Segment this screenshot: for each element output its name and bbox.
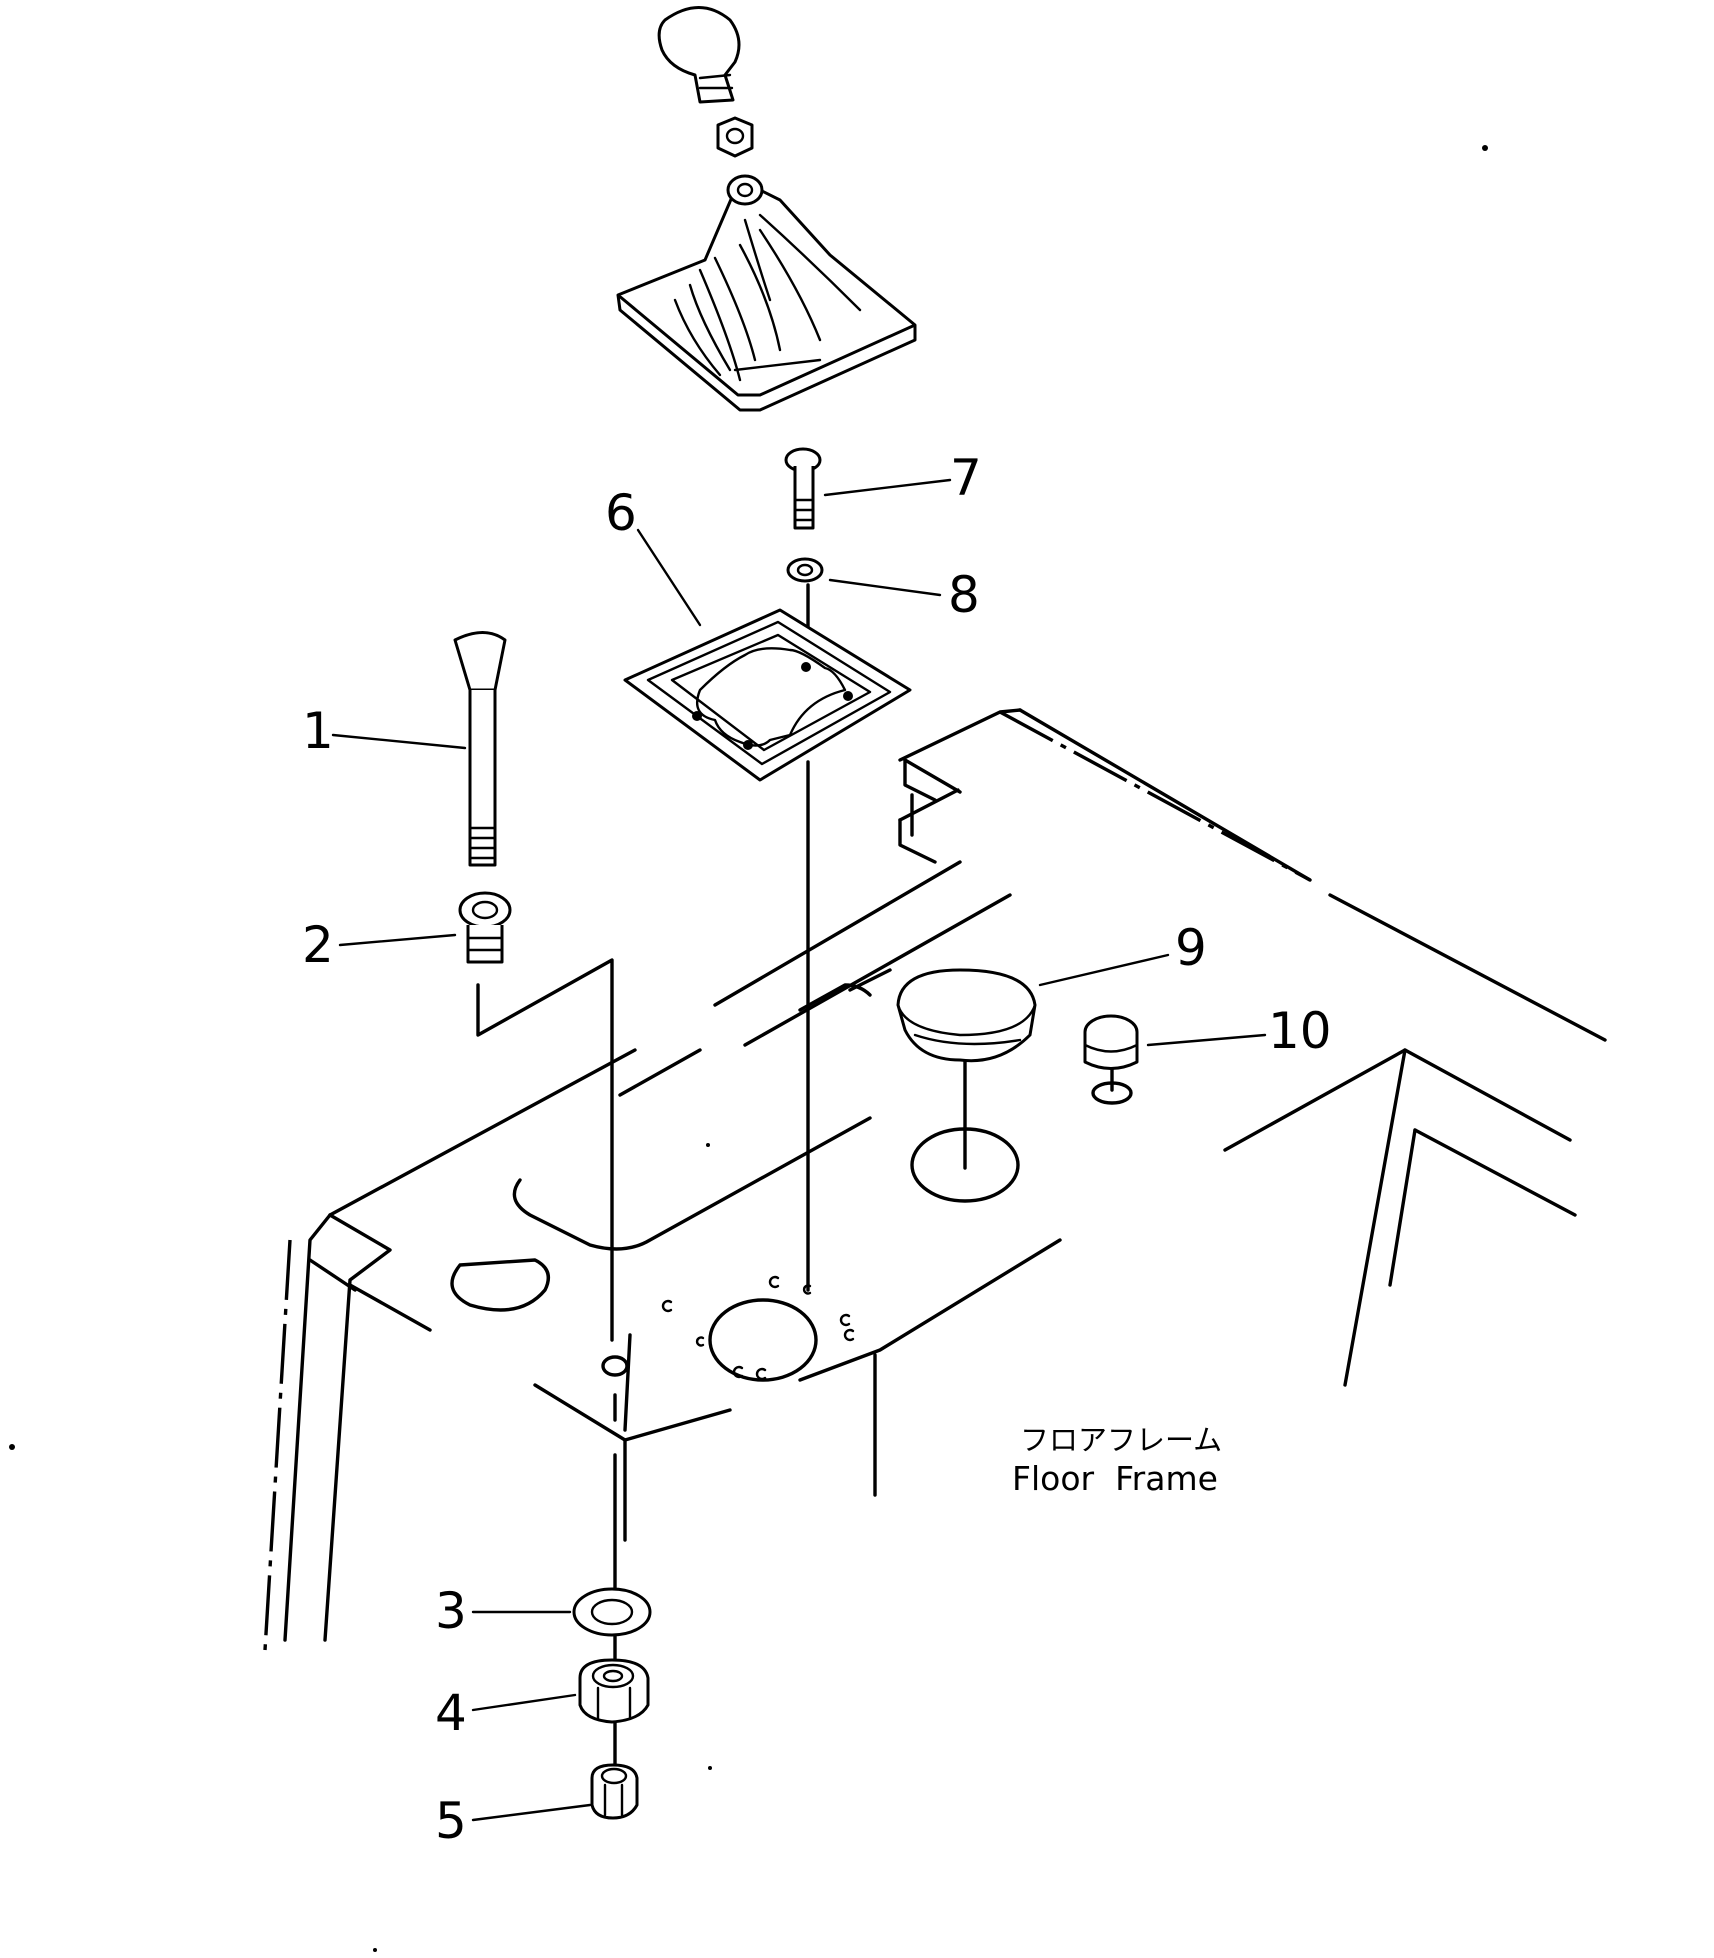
washer-small <box>786 557 824 583</box>
nut-large <box>578 1658 650 1724</box>
callout-2: 2 <box>302 916 334 974</box>
bolt <box>784 447 822 530</box>
leader-lines <box>331 478 1267 1822</box>
center-lines <box>476 583 1114 1772</box>
floor-frame <box>9 145 1607 1952</box>
bolt-holes <box>661 1275 855 1381</box>
floor-frame-label: フロアフレーム Floor Frame <box>1012 1423 1222 1498</box>
callout-8: 8 <box>948 566 980 624</box>
washer-large <box>572 1587 652 1637</box>
callout-7: 7 <box>950 449 982 507</box>
callout-10: 10 <box>1268 1002 1332 1060</box>
callout-9: 9 <box>1175 919 1207 977</box>
callout-1: 1 <box>302 702 334 760</box>
lever-plate <box>623 608 912 782</box>
callout-3: 3 <box>435 1582 467 1640</box>
callout-numbers: 1 2 3 4 5 6 7 8 9 10 <box>302 449 1332 1850</box>
nut-top <box>716 116 754 158</box>
callout-4: 4 <box>435 1684 467 1742</box>
callout-6: 6 <box>605 484 637 542</box>
small-plug <box>1083 1014 1139 1070</box>
shift-rod <box>453 631 507 867</box>
shift-knob <box>657 6 741 104</box>
floor-frame-label-en: Floor Frame <box>1012 1459 1218 1498</box>
large-plug <box>896 968 1037 1063</box>
nut-small <box>590 1763 639 1820</box>
bushing <box>458 891 512 964</box>
callout-5: 5 <box>435 1792 467 1850</box>
lever-boot <box>616 174 917 412</box>
floor-frame-label-jp: フロアフレーム <box>1020 1423 1222 1457</box>
